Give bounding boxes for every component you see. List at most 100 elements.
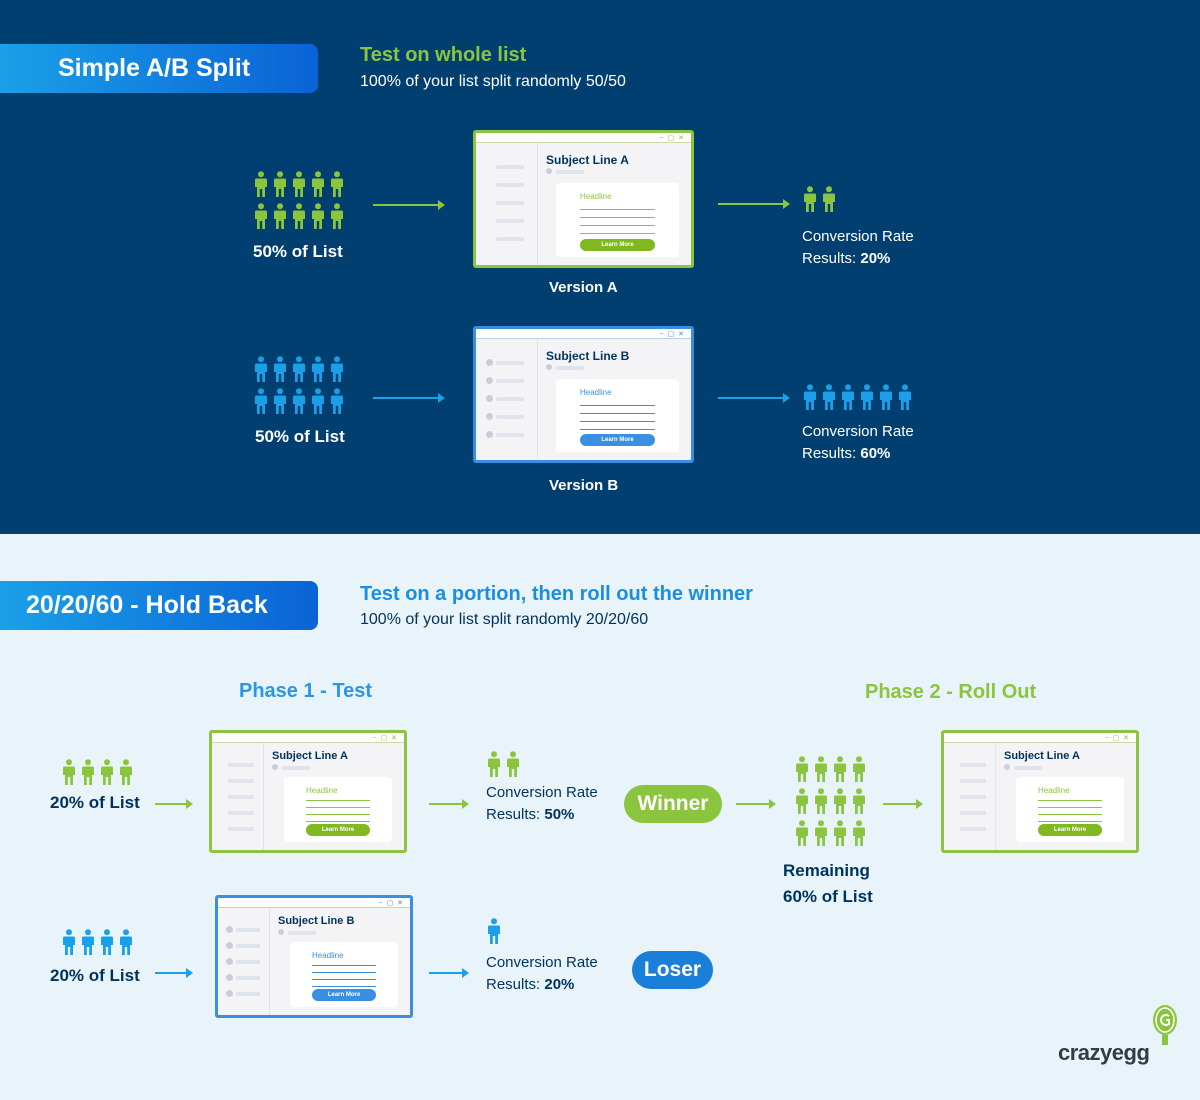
person-icon — [834, 820, 846, 846]
loser-badge: Loser — [632, 951, 713, 989]
email-sidebar — [218, 908, 270, 1015]
arrow-icon — [718, 393, 790, 403]
holdback-description: 100% of your list split randomly 20/20/6… — [360, 611, 649, 628]
holdback-title: 20/20/60 - Hold Back — [0, 581, 318, 630]
people-icon-group-result-phase1-a — [487, 751, 520, 777]
window-controls-icon: − ▢ ✕ — [659, 331, 685, 338]
arrow-icon — [373, 200, 445, 210]
arrow-icon — [429, 799, 469, 809]
person-icon — [834, 788, 846, 814]
person-icon — [293, 203, 305, 229]
subject-line: Subject Line A — [546, 153, 629, 167]
ab-list-label-b: 50% of List — [255, 427, 345, 446]
arrow-icon — [429, 968, 469, 978]
results-label: Results: — [802, 250, 857, 267]
person-icon — [331, 388, 343, 414]
person-icon — [255, 356, 267, 382]
person-icon — [880, 384, 892, 410]
sender-avatar-icon — [272, 764, 310, 770]
version-b-label: Version B — [549, 477, 619, 494]
holdback-list-label-b: 20% of List — [50, 966, 140, 985]
person-icon — [255, 203, 267, 229]
results-label: Results: — [802, 445, 857, 462]
window-controls-icon: − ▢ ✕ — [659, 135, 685, 142]
version-a-label: Version A — [549, 279, 618, 296]
learn-more-button: Learn More — [580, 434, 655, 446]
subject-line: Subject Line A — [1004, 750, 1080, 762]
person-icon — [101, 759, 113, 785]
person-icon — [293, 171, 305, 197]
people-icon-group-50a — [254, 171, 344, 229]
remaining-list-label: Remaining 60% of List — [783, 858, 873, 910]
email-preview-phase1-a: − ▢ ✕ Subject Line A Headline Learn More — [209, 730, 407, 853]
email-body-card: Headline Learn More — [556, 183, 679, 257]
people-icon-group-remaining-60 — [795, 756, 866, 846]
email-headline: Headline — [580, 192, 612, 201]
winner-badge: Winner — [624, 785, 722, 823]
results-value: 20% — [544, 976, 575, 993]
subject-line: Subject Line B — [546, 349, 630, 363]
remaining-label-line2: 60% of List — [783, 887, 873, 906]
conversion-rate-phase1-b: Conversion Rate Results: 20% — [486, 952, 598, 996]
person-icon — [274, 171, 286, 197]
phase-1-title: Phase 1 - Test — [239, 680, 373, 702]
person-icon — [823, 384, 835, 410]
person-icon — [312, 203, 324, 229]
person-icon — [82, 759, 94, 785]
person-icon — [331, 203, 343, 229]
email-sidebar — [476, 339, 538, 460]
person-icon — [331, 356, 343, 382]
person-icon — [312, 171, 324, 197]
person-icon — [853, 788, 865, 814]
person-icon — [293, 356, 305, 382]
people-icon-group-20b — [62, 929, 133, 955]
holdback-list-label-a: 20% of List — [50, 793, 140, 812]
conversion-rate-a: Conversion Rate Results: 20% — [802, 226, 914, 270]
email-headline: Headline — [312, 951, 344, 960]
window-controls-icon: − ▢ ✕ — [372, 735, 398, 742]
email-body-card: Headline Learn More — [284, 777, 392, 842]
email-body-card: Headline Learn More — [556, 379, 679, 452]
person-icon — [853, 820, 865, 846]
ab-split-description: 100% of your list split randomly 50/50 — [360, 73, 626, 90]
sender-avatar-icon — [546, 168, 584, 174]
person-icon — [823, 186, 835, 212]
person-icon — [853, 756, 865, 782]
conversion-rate-label: Conversion Rate — [486, 784, 598, 801]
person-icon — [312, 356, 324, 382]
arrow-icon — [155, 799, 193, 809]
arrow-icon — [155, 968, 193, 978]
people-icon-group-20a — [62, 759, 133, 785]
arrow-icon — [736, 799, 776, 809]
arrow-icon — [373, 393, 445, 403]
subject-line: Subject Line B — [278, 915, 355, 927]
people-icon-group-50b — [254, 356, 344, 414]
person-icon — [488, 751, 500, 777]
email-preview-rollout: − ▢ ✕ Subject Line A Headline Learn More — [941, 730, 1139, 853]
subject-line: Subject Line A — [272, 750, 348, 762]
person-icon — [834, 756, 846, 782]
email-sidebar — [944, 743, 996, 850]
results-value: 50% — [544, 806, 575, 823]
holdback-heading: Test on a portion, then roll out the win… — [360, 583, 753, 605]
person-icon — [804, 186, 816, 212]
results-value: 60% — [860, 445, 891, 462]
email-headline: Headline — [580, 388, 612, 397]
email-body-card: Headline Learn More — [1016, 777, 1124, 842]
person-icon — [507, 751, 519, 777]
person-icon — [796, 788, 808, 814]
sender-avatar-icon — [1004, 764, 1042, 770]
arrow-icon — [883, 799, 923, 809]
arrow-icon — [718, 199, 790, 209]
person-icon — [255, 171, 267, 197]
email-preview-phase1-b: − ▢ ✕ Subject Line B Headline Learn More — [215, 895, 413, 1018]
sender-avatar-icon — [278, 929, 316, 935]
person-icon — [82, 929, 94, 955]
person-icon — [815, 820, 827, 846]
email-body-card: Headline Learn More — [290, 942, 398, 1007]
learn-more-button: Learn More — [306, 824, 370, 836]
person-icon — [63, 929, 75, 955]
person-icon — [274, 203, 286, 229]
person-icon — [120, 929, 132, 955]
person-icon — [63, 759, 75, 785]
